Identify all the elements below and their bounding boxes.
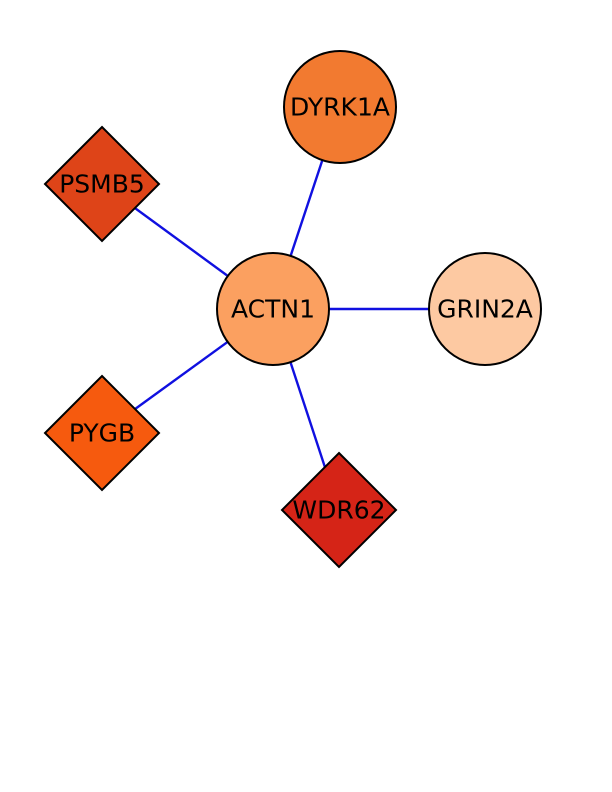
node-psmb5[interactable]: PSMB5 (43, 125, 161, 243)
node-circle-shape (428, 252, 542, 366)
node-wdr62[interactable]: WDR62 (280, 451, 398, 569)
node-label: GRIN2A (437, 295, 533, 324)
node-label: DYRK1A (290, 93, 390, 122)
node-circle-shape (216, 252, 330, 366)
node-label: ACTN1 (231, 295, 315, 324)
node-label: WDR62 (292, 496, 385, 525)
node-grin2a[interactable]: GRIN2A (428, 252, 542, 366)
node-diamond-shape (43, 125, 161, 243)
node-actn1[interactable]: ACTN1 (216, 252, 330, 366)
node-label: PSMB5 (59, 170, 145, 199)
node-diamond-shape (43, 374, 161, 492)
node-circle-shape (283, 50, 397, 164)
node-pygb[interactable]: PYGB (43, 374, 161, 492)
node-diamond-shape (280, 451, 398, 569)
node-dyrk1a[interactable]: DYRK1A (283, 50, 397, 164)
node-label: PYGB (69, 419, 135, 448)
